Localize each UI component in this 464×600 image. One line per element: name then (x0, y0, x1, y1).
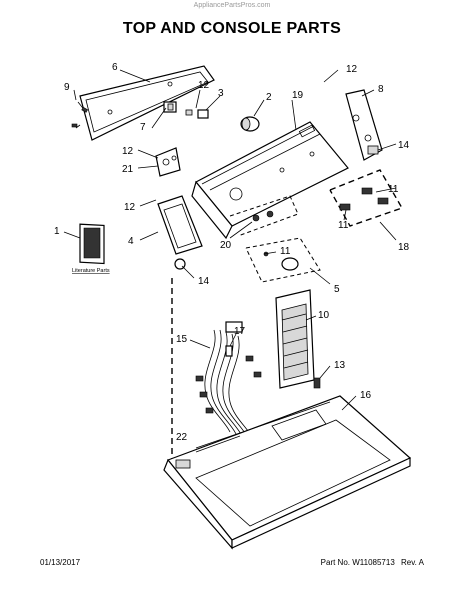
part-20-fastener-group (229, 195, 299, 237)
callout-3: 3 (218, 88, 224, 99)
footer-part-info: Part No. W11085713 Rev. A (317, 558, 424, 567)
part-16-cabinet-top (163, 395, 412, 550)
callout-14: 14 (198, 276, 210, 287)
callout-2: 2 (266, 92, 272, 103)
callout-5: 5 (334, 284, 340, 295)
part-7-clip (163, 101, 177, 113)
callout-11: 11 (280, 246, 291, 257)
footer-revision: Rev. A (401, 558, 424, 567)
callout-19: 19 (292, 90, 304, 101)
page-title: TOP AND CONSOLE PARTS (122, 20, 342, 37)
callout-13: 13 (334, 360, 346, 371)
part-9-screw (71, 101, 89, 129)
part-6-rear-panel (79, 65, 215, 141)
callout-14: 14 (398, 140, 410, 151)
part-4-end-cap (157, 195, 203, 270)
callout-10: 10 (318, 310, 330, 321)
part-17-sensor (225, 345, 233, 357)
part-13-screw (313, 377, 321, 389)
callout-21: 21 (122, 164, 134, 175)
part-19-console (191, 121, 349, 240)
callout-4: 4 (128, 236, 134, 247)
part-21-bracket (155, 147, 181, 177)
callout-8: 8 (378, 84, 384, 95)
part-10-lint-filter (275, 289, 315, 389)
part-3-clip (185, 109, 209, 119)
part-5-knob-group (245, 237, 321, 283)
callout-numbers: 6 9 12 3 2 19 12 8 14 7 12 21 12 11 11 1… (54, 62, 410, 443)
footer-date: 01/13/2017 (40, 558, 81, 567)
callout-7: 7 (140, 122, 146, 133)
callout-20: 20 (220, 240, 232, 251)
callout-9: 9 (64, 82, 70, 93)
watermark: AppliancePartsPros.com (193, 2, 271, 9)
part-15-wire-harness (195, 321, 262, 441)
callout-12: 12 (346, 64, 358, 75)
leader-lines (63, 69, 397, 411)
callout-15: 15 (176, 334, 188, 345)
part-8-end-cap (345, 89, 383, 161)
callout-22: 22 (176, 432, 188, 443)
callout-12: 12 (124, 202, 136, 213)
part-2-knob (240, 116, 260, 132)
callout-16: 16 (360, 390, 372, 401)
footer-part-number: Part No. W11085713 (320, 558, 395, 567)
callout-6: 6 (112, 62, 118, 73)
part-1-literature (79, 223, 105, 265)
callout-17: 17 (234, 326, 246, 337)
literature-parts-label: Literature Parts (72, 268, 110, 274)
callout-1: 1 (54, 226, 60, 237)
part-18-hardware-group (329, 169, 404, 227)
callout-11: 11 (388, 184, 399, 195)
callout-18: 18 (398, 242, 410, 253)
callout-12: 12 (122, 146, 134, 157)
callout-12: 12 (198, 80, 210, 91)
callout-11: 11 (338, 220, 349, 231)
